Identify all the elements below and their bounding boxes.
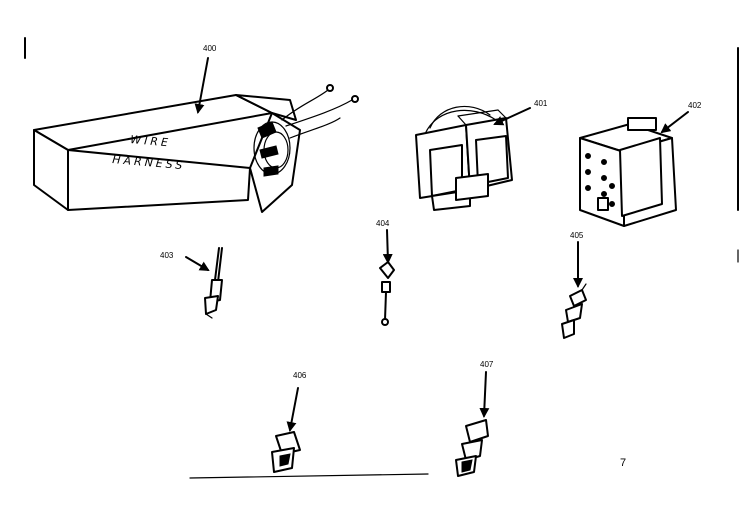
label-406: 406 <box>293 371 307 380</box>
arrow-407 <box>479 371 490 418</box>
label-402: 402 <box>688 101 702 110</box>
page-mark: 7 <box>620 457 626 469</box>
label-404: 404 <box>376 219 390 228</box>
box-text-line2: HARNESS <box>112 153 186 172</box>
arrow-402 <box>660 111 689 134</box>
terminal-405 <box>561 283 587 339</box>
terminal-404 <box>379 261 395 326</box>
wire-harness-box <box>33 84 359 213</box>
label-405: 405 <box>570 231 584 240</box>
arrow-406 <box>286 387 299 432</box>
terminal-403 <box>204 247 223 319</box>
arrow-400 <box>194 57 209 114</box>
label-407: 407 <box>480 360 494 369</box>
terminal-406 <box>271 431 301 473</box>
terminal-407 <box>455 419 489 477</box>
label-401: 401 <box>534 99 548 108</box>
label-403: 403 <box>160 251 174 260</box>
arrow-403 <box>185 256 210 272</box>
baseline-rule <box>189 473 429 479</box>
box-text-line1: WIRE <box>130 133 172 149</box>
arrow-401 <box>493 107 531 126</box>
arrow-404 <box>382 229 393 264</box>
connector-block-401 <box>415 105 513 211</box>
label-400: 400 <box>203 44 217 53</box>
connector-block-402 <box>579 117 677 227</box>
